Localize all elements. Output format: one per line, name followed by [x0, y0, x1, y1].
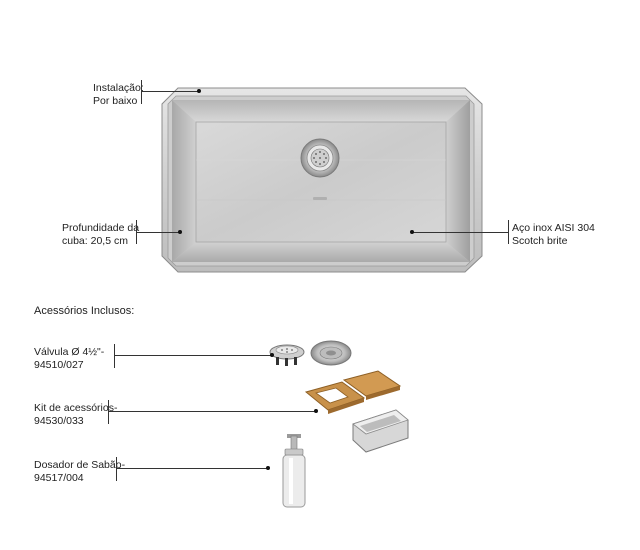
accessory-valve-line2: 94510/027	[34, 359, 84, 371]
installation-label-line1: Instalação:	[93, 82, 144, 94]
soap-dispenser-image	[282, 434, 306, 508]
valve-leader-dot	[270, 353, 274, 357]
valve-leader-line	[114, 355, 272, 356]
material-leader-dot	[410, 230, 414, 234]
installation-leader-tick	[141, 80, 142, 104]
material-label-line2: Scotch brite	[512, 235, 568, 247]
kit-leader-dot	[314, 409, 318, 413]
kit-leader-tick	[108, 400, 109, 424]
accessory-valve-line1: Válvula Ø 4½"-	[34, 346, 105, 358]
valve-leader-tick	[114, 344, 115, 368]
material-leader-tick	[508, 220, 509, 244]
soap-leader-tick	[116, 457, 117, 481]
brand-logo-mark	[313, 197, 327, 200]
installation-label-line2: Por baixo	[93, 95, 138, 107]
depth-leader-dot	[178, 230, 182, 234]
accessory-kit-image	[304, 370, 409, 453]
installation-leader-dot	[197, 89, 201, 93]
accessory-soap-line1: Dosador de Sabão-	[34, 459, 126, 471]
soap-leader-dot	[266, 466, 270, 470]
installation-leader-line	[141, 91, 199, 92]
depth-leader-line	[136, 232, 180, 233]
accessories-heading: Acessórios Inclusos:	[34, 305, 135, 317]
accessory-kit-line2: 94530/033	[34, 415, 84, 427]
accessory-soap-line2: 94517/004	[34, 472, 84, 484]
sink-basin	[172, 100, 470, 262]
accessory-kit-line1: Kit de acessórios-	[34, 402, 118, 414]
depth-label-line1: Profundidade da	[62, 222, 140, 234]
material-leader-line	[412, 232, 508, 233]
valve-accessory-image	[269, 340, 352, 366]
soap-leader-line	[116, 468, 268, 469]
sink-drain	[300, 138, 340, 200]
material-label-line1: Aço inox AISI 304	[512, 222, 595, 234]
kit-leader-line	[108, 411, 316, 412]
depth-label-line2: cuba: 20,5 cm	[62, 235, 128, 247]
